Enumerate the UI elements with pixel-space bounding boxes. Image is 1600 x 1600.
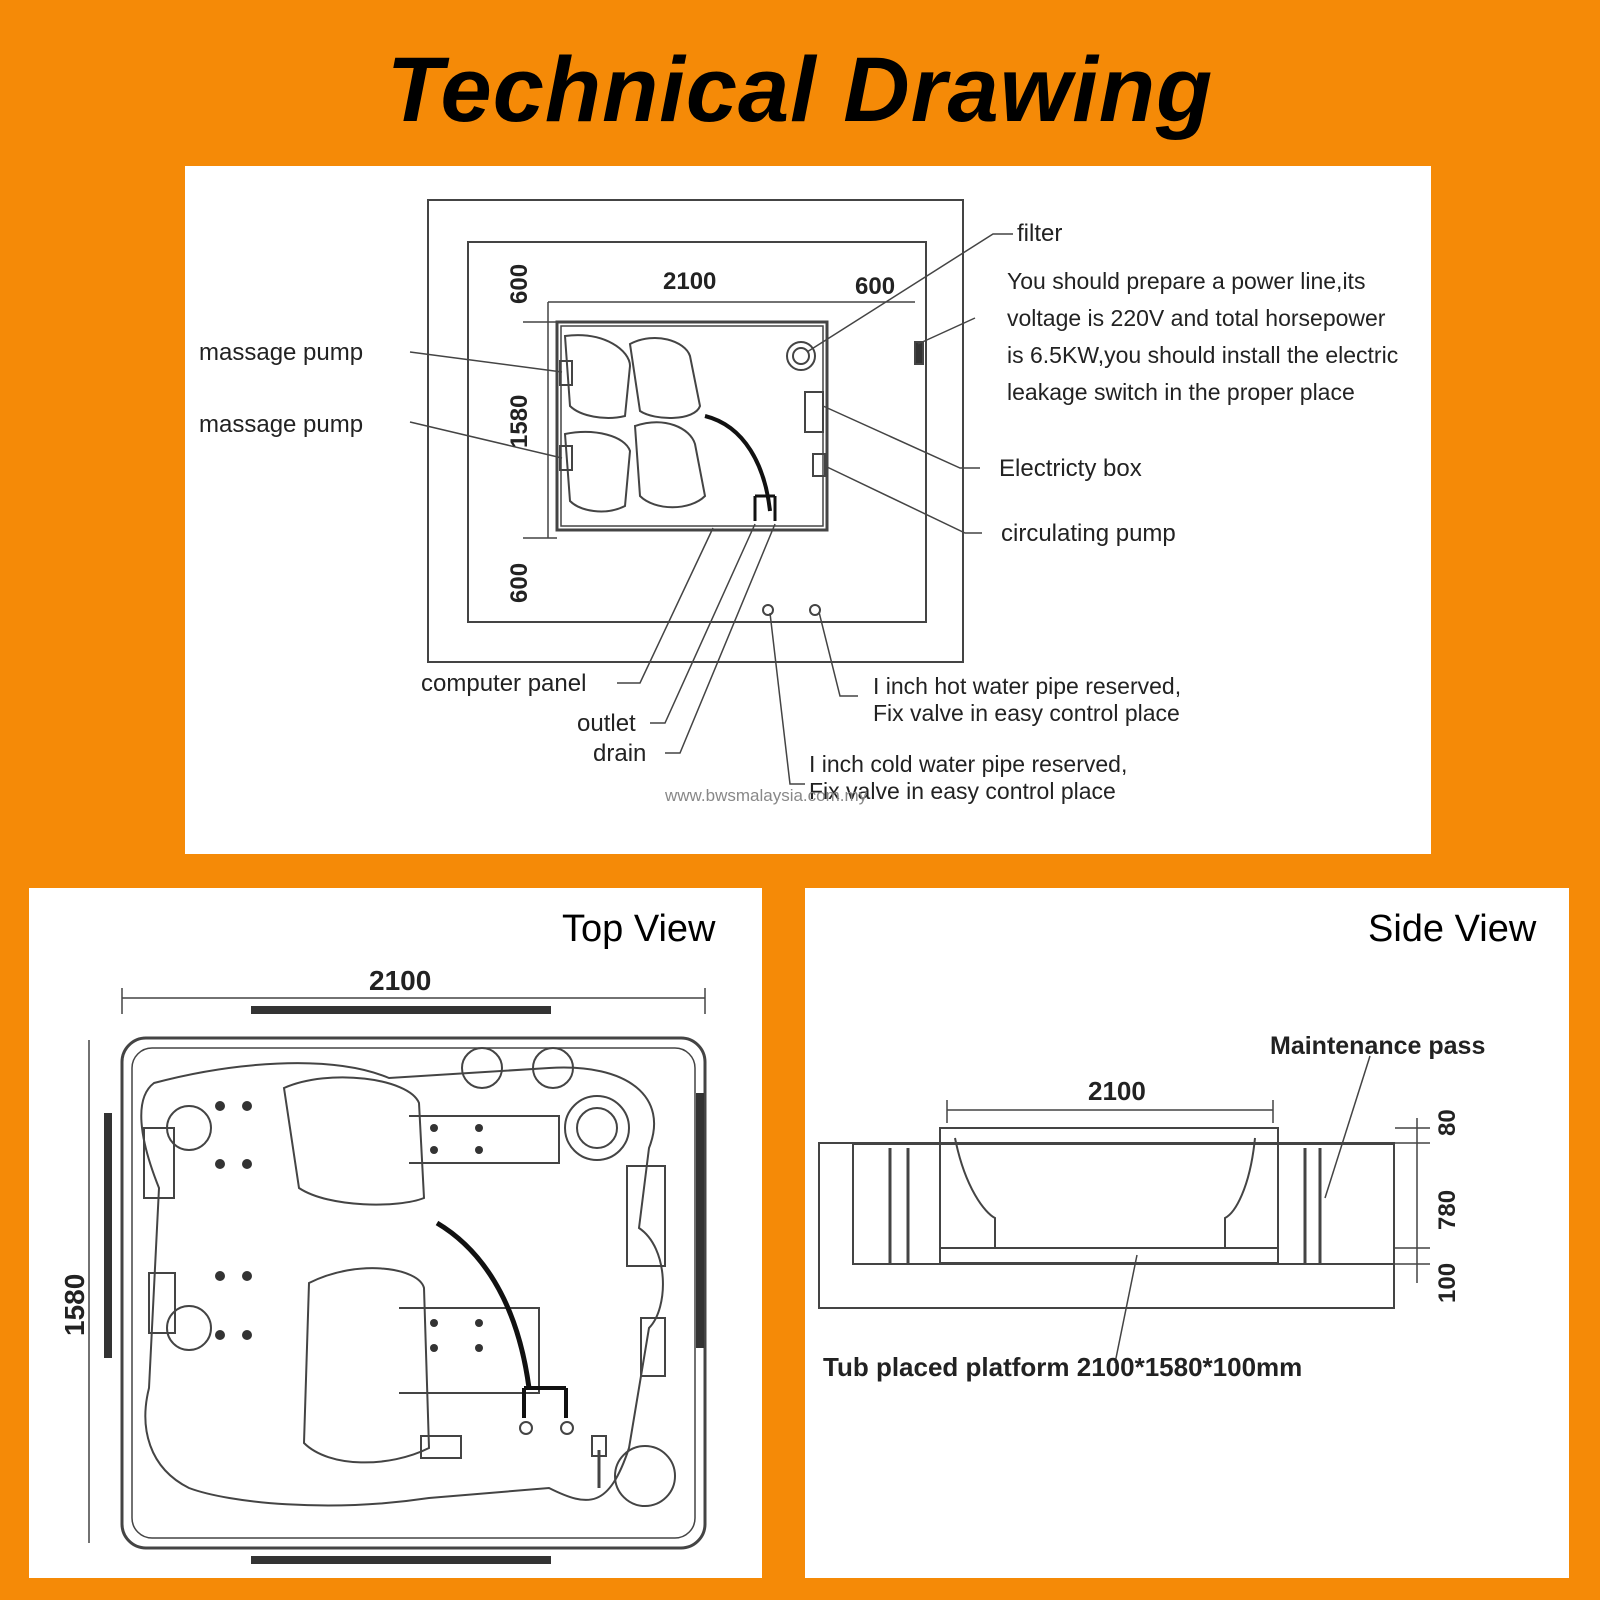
massage-pump-2-label: massage pump	[199, 411, 363, 438]
platform-block	[939, 1247, 1279, 1264]
tub-inner-basin	[140, 1062, 664, 1507]
filter-label: filter	[1017, 220, 1062, 247]
dim-margin-top-600: 600	[506, 264, 533, 304]
top-view-title: Top View	[562, 908, 716, 950]
top-view-panel: Top View	[29, 888, 762, 1578]
side-view-panel: Side View 2100 Maintenance pass 80	[805, 888, 1569, 1578]
drain-label: drain	[593, 740, 646, 767]
wall-socket	[914, 341, 924, 365]
outlet-label: outlet	[577, 710, 636, 737]
dim-margin-bottom-600: 600	[506, 563, 533, 603]
computer-panel-leader	[617, 527, 714, 684]
lower-seat	[633, 421, 707, 509]
side-dim-width: 2100	[1088, 1076, 1146, 1106]
power-note-line-2: voltage is 220V and total horsepower	[1007, 305, 1386, 331]
right-light-strip	[696, 1093, 704, 1348]
side-dim-780: 780	[1434, 1190, 1461, 1230]
top-view-svg: 2100 1580	[59, 965, 707, 1564]
dim-width-2100: 2100	[663, 268, 716, 295]
maintenance-label: Maintenance pass	[1270, 1032, 1485, 1060]
massage-pump-1-top	[143, 1127, 175, 1199]
hot-pipe-line-1: I inch hot water pipe reserved,	[873, 673, 1181, 699]
power-leader	[917, 317, 976, 345]
side-dim-100: 100	[1434, 1263, 1461, 1303]
massage-pump-2-leader	[409, 421, 563, 459]
bottom-light-strip	[251, 1556, 551, 1564]
top-dim-depth: 1580	[59, 1274, 90, 1336]
top-view-upper-seat	[282, 1076, 426, 1206]
tub-outline	[555, 320, 829, 532]
outlet-leader	[650, 523, 756, 724]
circulating-pump-top	[640, 1317, 666, 1377]
maintenance-leader	[1324, 1055, 1371, 1199]
hot-pipe-line-2: Fix valve in easy control place	[873, 700, 1180, 726]
outer-room-frame	[427, 199, 964, 663]
electricity-box-shape	[804, 391, 824, 433]
floor-box	[818, 1142, 1395, 1309]
drain-leader	[665, 523, 776, 754]
computer-panel-top	[420, 1435, 462, 1459]
drain-pipe-top	[435, 1220, 532, 1389]
dim-margin-right-600: 600	[855, 273, 895, 300]
side-view-title: Side View	[1368, 908, 1537, 950]
circulating-pump-label: circulating pump	[1001, 520, 1176, 547]
cold-pipe-line-2: Fix valve in easy control place	[809, 778, 1116, 804]
tub-side-body	[939, 1127, 1279, 1264]
page-title: Technical Drawing	[386, 39, 1214, 141]
top-dim-width: 2100	[369, 965, 431, 996]
electricity-box-label: Electricty box	[999, 455, 1142, 482]
tub-basin-profile	[954, 1137, 1256, 1249]
circulating-pump-shape	[812, 453, 826, 477]
cold-pipe-leader	[769, 612, 805, 785]
power-note-line-1: You should prepare a power line,its	[1007, 268, 1365, 294]
massage-pump-1-shape	[559, 360, 573, 386]
top-light-strip	[251, 1006, 551, 1014]
hot-pipe-leader	[818, 611, 858, 697]
watermark: www.bwsmalaysia.com.my	[665, 786, 868, 805]
side-dim-80: 80	[1434, 1109, 1461, 1136]
electricity-box-leader	[822, 405, 980, 469]
filter-leader	[806, 233, 1013, 353]
power-note-line-3: is 6.5KW,you should install the electric	[1007, 342, 1398, 368]
upper-seat	[628, 337, 702, 419]
electricity-box-top	[626, 1165, 666, 1267]
tub-outer-outline	[120, 1036, 707, 1550]
filter-circle	[564, 1095, 630, 1161]
left-light-strip	[104, 1113, 112, 1358]
platform-leader	[1114, 1254, 1138, 1364]
filter-ring	[786, 341, 816, 371]
circulating-pump-leader	[824, 465, 982, 534]
massage-pump-2-top	[148, 1272, 176, 1334]
power-note-line-4: leakage switch in the proper place	[1007, 379, 1355, 405]
massage-pump-1-label: massage pump	[199, 339, 363, 366]
dim-depth-1580: 1580	[506, 395, 533, 448]
platform-label: Tub placed platform 2100*1580*100mm	[823, 1352, 1302, 1382]
computer-panel-label: computer panel	[421, 670, 586, 697]
inner-platform-frame	[467, 241, 927, 623]
massage-pump-1-leader	[409, 351, 563, 373]
cold-pipe-line-1: I inch cold water pipe reserved,	[809, 751, 1127, 777]
main-diagram-panel: 2100 600 600 1580 600 filter You should …	[185, 166, 1431, 854]
top-view-lower-seat	[302, 1267, 431, 1464]
side-view-svg: 2100 Maintenance pass 80 780 100 Tub pla…	[818, 1032, 1485, 1382]
main-diagram-svg: 2100 600 600 1580 600 filter You should …	[199, 199, 1398, 804]
